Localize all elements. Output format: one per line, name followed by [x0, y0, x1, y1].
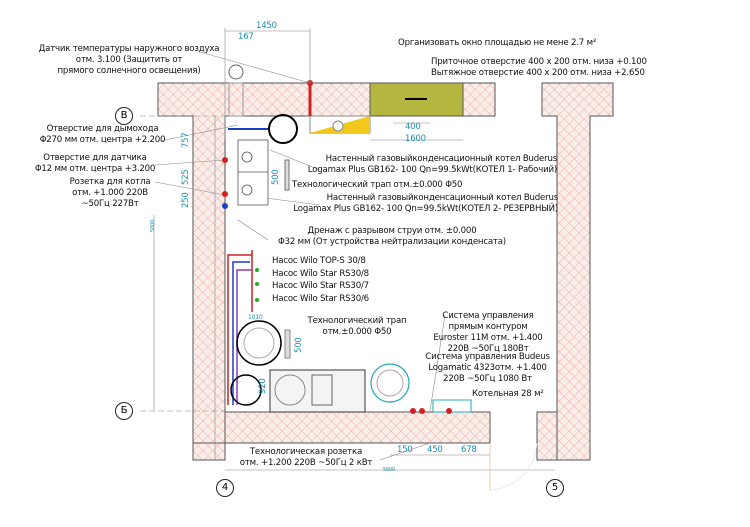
- line: Приточное отверстие 400 x 200 отм. низа …: [431, 57, 647, 67]
- dim-5600: 5600: [383, 467, 395, 473]
- axis-v: В: [115, 107, 133, 125]
- wall-top-mid: [462, 82, 496, 117]
- line: Отверстие для дымохода: [46, 124, 159, 134]
- line: Настенный газовыйконденсационный котел B…: [326, 193, 559, 203]
- walls: [157, 82, 614, 461]
- line: ~50Гц 227Вт: [81, 199, 139, 209]
- line: Настенный газовыйконденсационный котел B…: [325, 154, 558, 164]
- axis-b: Б: [115, 402, 133, 420]
- dim-1010: 1010: [248, 314, 263, 321]
- line: Logamax Plus GB162- 100 Qn=99.5kWt(КОТЕЛ…: [293, 204, 558, 214]
- line: Дренаж с разрывом струи отм. ±0.000: [307, 226, 477, 236]
- line: Датчик температуры наружного воздуха: [38, 44, 220, 54]
- note-boiler-1: Настенный газовыйконденсационный котел B…: [305, 154, 557, 176]
- dim-500-a: 500: [271, 169, 281, 185]
- dim-1600: 1600: [405, 134, 426, 144]
- line: Φ270 мм отм. центра +2.200: [39, 135, 166, 145]
- pump-label: Насос Wilo Star RS30/6: [272, 293, 369, 304]
- dim-167: 167: [238, 32, 254, 42]
- line: Вытяжное отверстие 400 x 200 отм. низа +…: [431, 68, 645, 78]
- dim-500-b: 500: [294, 337, 304, 353]
- line: Logamatic 4323отм. +1.400: [428, 363, 547, 373]
- dim-920: 920: [258, 378, 268, 394]
- wall-bottom-right: [536, 411, 558, 461]
- line: прямым контуром: [448, 322, 528, 332]
- line: Φ12 мм отм. центра +3.200: [34, 164, 156, 174]
- line: Φ32 мм (От устройства нейтрализации конд…: [278, 237, 506, 247]
- line: Технологический трап: [307, 316, 407, 326]
- line: прямого солнечного освещения): [57, 66, 201, 76]
- dim-678: 678: [461, 445, 477, 455]
- line: 220В ~50Гц 180Вт: [447, 344, 529, 354]
- note-drain-1: Технологический трап отм.±0.000 Φ50: [292, 180, 463, 190]
- pump-label: Насос Wilo Star RS30/8: [272, 268, 369, 279]
- dim-150: 150: [397, 445, 413, 455]
- line: Euroster 11M отм. +1.400: [433, 333, 543, 343]
- line: отм. +1.200 220В ~50Гц 2 кВт: [239, 458, 373, 468]
- pump-label: Насос Wilo Star RS30/7: [272, 281, 369, 291]
- wall-right: [541, 82, 614, 461]
- line: Технологическая розетка: [249, 447, 363, 457]
- line: отм. 3.100 (Защитить от: [75, 55, 183, 65]
- room-label: Котельная 28 м²: [472, 389, 544, 399]
- dim-5000: 5000: [150, 220, 156, 232]
- note-boiler-2: Настенный газовыйконденсационный котел B…: [290, 193, 558, 215]
- pump-label: Насос Wilo TOP-S 30/8: [272, 256, 366, 266]
- line: отм. +1.000 220В: [72, 188, 148, 198]
- dim-757: 757: [181, 132, 191, 148]
- pump-markers: [255, 268, 259, 302]
- line: Отверстие для датчика: [43, 153, 147, 163]
- boilers: [237, 139, 290, 206]
- line: Logamax Plus GB162- 100 Qn=99.5kWt(КОТЕЛ…: [307, 165, 557, 175]
- line: Система управления Budeus: [425, 352, 550, 362]
- dim-1450: 1450: [256, 21, 277, 31]
- axis-4: 4: [216, 479, 234, 497]
- dim-450: 450: [427, 445, 443, 455]
- line: Система управления: [442, 311, 534, 321]
- note-window: Организовать окно площадью не мене 2.7 м…: [398, 38, 597, 48]
- dim-250: 250: [181, 192, 191, 208]
- line: отм.±0.000 Φ50: [322, 327, 392, 337]
- note-vents: Приточное отверстие 400 x 200 отм. низа …: [431, 57, 647, 79]
- wall-bottom: [224, 411, 491, 444]
- dim-525: 525: [181, 169, 191, 185]
- dim-400: 400: [405, 122, 421, 132]
- line: 220В ~50Гц 1080 Вт: [443, 374, 532, 384]
- pipes: [227, 250, 253, 405]
- axis-5: 5: [546, 479, 564, 497]
- line: Розетка для котла: [69, 177, 151, 187]
